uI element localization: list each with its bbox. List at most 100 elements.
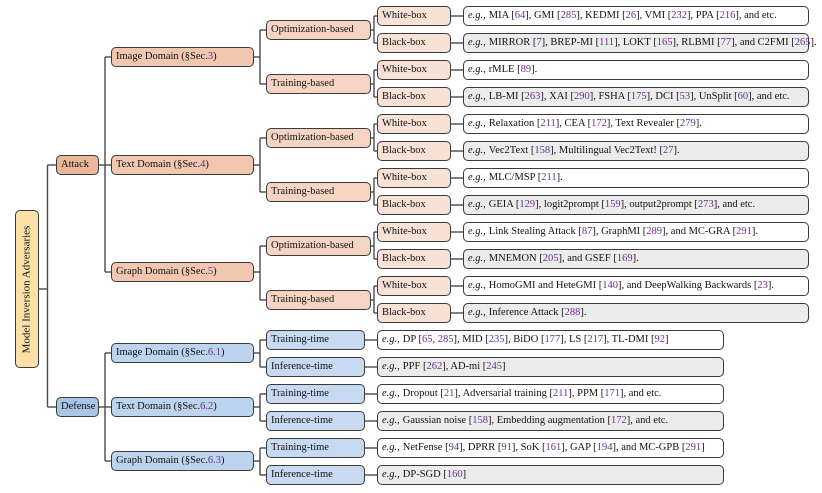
example-name: Relaxation [ <box>488 117 541 129</box>
citation-ref: 211 <box>541 171 557 183</box>
method-label: Training-based <box>271 293 335 305</box>
example-name: , PPA [ <box>690 9 720 21</box>
eg-label: e.g., <box>468 144 486 156</box>
eg-label: e.g., <box>382 333 400 345</box>
example-name: , Embedding augmentation [ <box>491 414 612 426</box>
example-name: , and DeepWalking Backwards [ <box>621 279 758 291</box>
eg-label: e.g., <box>468 36 486 48</box>
training-time-node: Training-time <box>266 438 365 458</box>
citation-ref: 21 <box>443 387 455 399</box>
example-bracket: ] <box>561 441 565 453</box>
leaf-tail: . <box>534 63 538 75</box>
example-name: , GraphMI [ <box>595 225 647 237</box>
example-bracket: ] <box>592 225 596 237</box>
example-bracket: ] <box>626 414 631 426</box>
example-bracket: ] <box>442 360 446 372</box>
access-label: Black-box <box>382 198 426 210</box>
example-bracket: ] <box>504 333 509 345</box>
attack-node: Attack <box>56 155 99 175</box>
citation-ref: 159 <box>604 198 621 210</box>
example-bracket: ] <box>555 117 560 129</box>
example-name: , DCI [ <box>650 90 680 102</box>
eg-label: e.g., <box>382 414 400 426</box>
example-name: , RLBMI [ <box>676 36 721 48</box>
stage-label: Inference-time <box>271 360 333 372</box>
method-label: Optimization-based <box>271 23 354 35</box>
example-name: rMLE [ <box>488 63 521 75</box>
example-name: , SoK [ <box>515 441 546 453</box>
citation-ref: 205 <box>542 252 559 264</box>
example-leaf: e.g.,Dropout [21], Adversarial training … <box>377 384 724 404</box>
black-box-node: Black-box <box>377 87 451 107</box>
leaf-tail: . <box>636 252 639 264</box>
citation-ref: 262 <box>426 360 443 372</box>
example-bracket: ] <box>614 36 618 48</box>
example-leaf: e.g.,Vec2Text [158], Multilingual Vec2Te… <box>463 141 809 161</box>
example-name: , LS [ <box>563 333 588 345</box>
citation-ref: 87 <box>581 225 593 237</box>
example-leaf: e.g.,Link Stealing Attack [87], GraphMI … <box>463 222 809 242</box>
black-box-node: Black-box <box>377 33 451 53</box>
method-label: Training-based <box>271 185 335 197</box>
example-name: , LOKT [ <box>617 36 657 48</box>
domain-label-text: Graph Domain (§Sec. <box>116 454 208 466</box>
example-name: , GMI [ <box>528 9 561 21</box>
example-name: , FSHA [ <box>593 90 631 102</box>
example-bracket: ] <box>751 225 756 237</box>
section-ref: 6.1 <box>207 346 221 358</box>
access-label: Black-box <box>382 90 426 102</box>
example-bracket: ] <box>453 333 457 345</box>
eg-label: e.g., <box>468 225 486 237</box>
example-bracket: ] <box>767 279 772 291</box>
eg-label: e.g., <box>468 117 486 129</box>
example-bracket: ] <box>810 36 814 48</box>
citation-ref: 171 <box>604 387 620 399</box>
citation-ref: 289 <box>646 225 663 237</box>
citation-ref: 235 <box>488 333 505 345</box>
citation-ref: 7 <box>536 36 542 48</box>
leaf-tail: . <box>755 225 758 237</box>
example-bracket: ] <box>748 90 752 102</box>
example-leaf: e.g.,HomoGMI and HeteGMI [140], and Deep… <box>463 276 809 296</box>
eg-label: e.g., <box>468 198 486 210</box>
citation-ref: 158 <box>472 414 488 426</box>
white-box-node: White-box <box>377 60 451 80</box>
citation-ref: 27 <box>662 144 674 156</box>
leaf-tail: . <box>676 144 680 156</box>
leaf-tail: . <box>771 279 775 291</box>
defense-domain-node: Graph Domain (§Sec. 6.3) <box>111 451 254 471</box>
inference-time-node: Inference-time <box>266 411 365 431</box>
citation-ref: 60 <box>737 90 749 102</box>
example-name: DP-SGD [ <box>402 468 447 480</box>
access-label: Black-box <box>382 306 426 318</box>
root-label: Model Inversion Adversaries <box>20 225 33 353</box>
example-leaf: e.g.,DP [65, 285], MID [235], BiDO [177]… <box>377 330 724 350</box>
example-bracket: ] <box>501 360 506 372</box>
domain-label-text: ) <box>220 346 225 358</box>
citation-ref: 89 <box>520 63 532 75</box>
citation-ref: 92 <box>654 333 666 345</box>
example-bracket: ] <box>550 144 554 156</box>
eg-label: e.g., <box>468 306 486 318</box>
white-box-node: White-box <box>377 168 451 188</box>
example-bracket: ] <box>560 333 564 345</box>
example-bracket: ] <box>487 414 492 426</box>
citation-ref: 194 <box>596 441 613 453</box>
example-leaf: e.g.,rMLE [89]. <box>463 60 809 80</box>
citation-ref: 129 <box>519 198 536 210</box>
citation-ref: 291 <box>736 225 752 237</box>
example-leaf: e.g.,MLC/MSP [211]. <box>463 168 809 188</box>
example-name: , AD-mi [ <box>445 360 487 372</box>
attack-domain-node: Image Domain (§Sec. 3) <box>111 47 254 67</box>
citation-ref: 26 <box>625 9 637 21</box>
example-bracket: ] <box>459 441 463 453</box>
domain-label-text: ) <box>205 158 209 170</box>
example-bracket: ] <box>540 90 544 102</box>
example-bracket: ] <box>454 387 458 399</box>
section-ref: 6.2 <box>200 400 214 412</box>
attack-domain-node: Graph Domain (§Sec. 5) <box>111 262 254 282</box>
example-name: HomoGMI and HeteGMI [ <box>488 279 603 291</box>
example-name: Dropout [ <box>402 387 444 399</box>
citation-ref: 265 <box>794 36 811 48</box>
section-ref: 4 <box>200 158 206 170</box>
